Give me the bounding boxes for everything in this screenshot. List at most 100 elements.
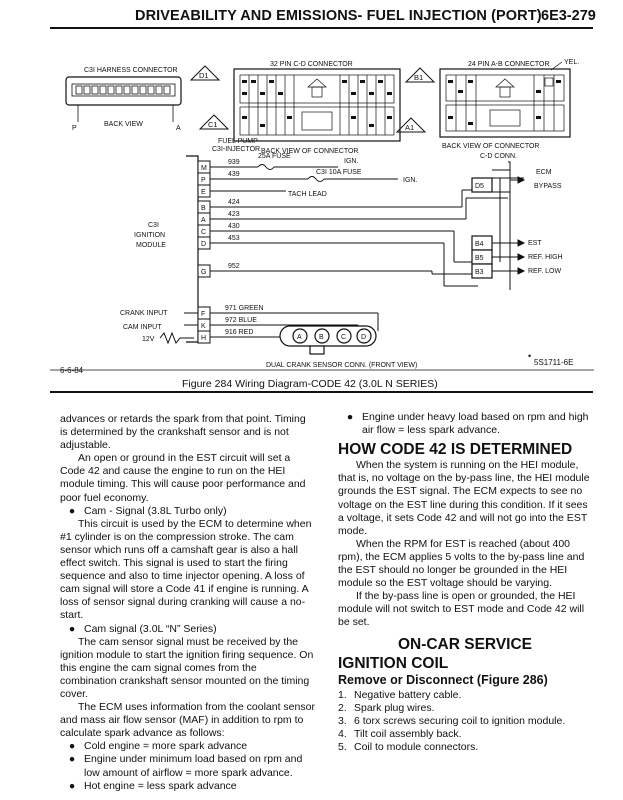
wire-424: 424	[228, 199, 240, 206]
connector-32-pin	[233, 68, 401, 142]
wire-939: 939	[228, 159, 240, 166]
yel-label: YEL.	[564, 59, 579, 66]
paragraph: The ECM uses information from the coolan…	[60, 701, 315, 740]
back-view-label: BACK VIEW	[104, 121, 143, 128]
pin-p: P	[201, 177, 206, 184]
c3i-module-line1: C3I	[148, 222, 159, 229]
ecm-b3-text: B3	[475, 269, 484, 276]
ecm-b4-text: B4	[475, 241, 484, 248]
wire-971: 971 GREEN	[225, 305, 264, 312]
figure-code: 5S1711-6E	[534, 358, 574, 367]
bullet-text: Cold engine = more spark advance	[84, 740, 248, 753]
step-text: Tilt coil assembly back.	[354, 728, 462, 741]
ecm-d5-text: D5	[475, 183, 484, 190]
c3i-injector-label: C3I-INJECTOR	[212, 146, 260, 153]
bullet-text: Engine under minimum load based on rpm a…	[84, 753, 303, 779]
pin-b: B	[201, 205, 206, 212]
fuse-25a-label: 25A FUSE	[258, 153, 291, 160]
wires	[159, 164, 524, 345]
bullet-item: ●Cam - Signal (3.8L Turbo only)	[60, 505, 315, 518]
caption-rule	[50, 391, 593, 393]
paragraph: The cam sensor signal must be received b…	[60, 635, 314, 700]
step-item: 3. 6 torx screws securing coil to ignitio…	[338, 715, 592, 728]
callout-d1	[189, 65, 221, 81]
ign2-label: IGN.	[403, 177, 417, 184]
c3i-module-line3: MODULE	[136, 242, 166, 249]
step-item: 5. Coil to module connectors.	[338, 741, 592, 754]
wiring-diagram: C3I HARNESS CONNECTOR P A BACK VIEW D1 C…	[48, 30, 596, 386]
cd-conn-label: C-D CONN.	[480, 153, 517, 160]
bullet-item: ●Hot engine = less spark advance	[60, 780, 315, 793]
connector-24-pin	[439, 68, 571, 138]
tach-lead-label: TACH LEAD	[288, 191, 327, 198]
step-number: 3.	[338, 714, 347, 727]
back-view-connector-2-label: BACK VIEW OF CONNECTOR	[442, 143, 540, 150]
wire-439: 439	[228, 171, 240, 178]
callout-b1-text: B1	[414, 73, 423, 82]
bullet-text: Hot engine = less spark advance	[84, 779, 237, 792]
bullet-item: ●Engine under heavy load based on rpm an…	[338, 411, 592, 437]
pin-h: H	[201, 335, 206, 342]
step-text: 6 torx screws securing coil to ignition …	[354, 714, 566, 727]
heading-on-car-service: ON-CAR SERVICE	[397, 635, 533, 653]
bypass-label: BYPASS	[534, 183, 562, 190]
step-text: Coil to module connectors.	[354, 741, 479, 754]
callout-d1-text: D1	[199, 71, 209, 80]
step-text: Negative battery cable.	[354, 688, 462, 701]
step-item: 4.Tilt coil assembly back.	[338, 728, 592, 741]
pin-a: A	[201, 217, 206, 224]
step-number: 5.	[338, 741, 347, 754]
dual-crank-sensor-connector	[279, 325, 377, 355]
step-item: 1.Negative battery cable.	[338, 689, 592, 702]
pin-g: G	[201, 269, 206, 276]
pin-f: F	[201, 311, 205, 318]
pin-a-label: A	[176, 125, 181, 132]
c3i-harness-label: C3I HARNESS CONNECTOR	[84, 67, 178, 74]
bullet-text: Cam signal (3.0L “N” Series)	[84, 622, 217, 635]
paragraph: If the by-pass line is open or grounded,…	[338, 590, 585, 629]
paragraph: When the system is running on the HEI mo…	[338, 459, 590, 537]
heading-ignition-coil: IGNITION COIL	[338, 654, 449, 672]
fuse-c3i-label: C3I 10A FUSE	[316, 169, 362, 176]
wire-453: 453	[228, 235, 240, 242]
heading-remove-disconnect: Remove or Disconnect (Figure 286)	[338, 672, 548, 687]
conn-24-label: 24 PIN A-B CONNECTOR	[468, 61, 550, 68]
pin-column	[197, 160, 211, 344]
c3i-module-line2: IGNITION	[134, 232, 165, 239]
paragraph: advances or retards the spark from that …	[60, 413, 306, 452]
sensor-pin-d: D	[361, 334, 366, 341]
step-item: 2. Spark plug wires.	[338, 702, 592, 715]
pin-m: M	[201, 165, 207, 172]
step-number: 2.	[338, 701, 347, 714]
ecm-b5-text: B5	[475, 255, 484, 262]
bullet-item: ●Cam signal (3.0L “N” Series)	[60, 623, 315, 636]
bullet-text: Cam - Signal (3.8L Turbo only)	[84, 504, 227, 517]
back-view-connector-label: BACK VIEW OF CONNECTOR	[261, 148, 359, 155]
callout-a1-text: A1	[405, 123, 414, 132]
est-label: EST	[528, 240, 542, 247]
callout-b1	[404, 67, 436, 83]
pin-d: D	[201, 241, 206, 248]
bullet-item: ●Cold engine = more spark advance	[60, 740, 315, 753]
callout-a1	[395, 117, 427, 133]
crank-input-label: CRANK INPUT	[120, 310, 168, 317]
wire-423: 423	[228, 211, 240, 218]
pin-c: C	[201, 229, 206, 236]
left-column: advances or retards the spark from that …	[60, 413, 315, 793]
paragraph: This circuit is used by the ECM to deter…	[60, 517, 312, 622]
step-text: Spark plug wires.	[354, 701, 435, 714]
heading-code-42: HOW CODE 42 IS DETERMINED	[338, 441, 573, 459]
header-rule	[50, 27, 593, 29]
ref-high-label: REF. HIGH	[528, 254, 563, 261]
sensor-pin-b: B	[319, 334, 324, 341]
ref-low-label: REF. LOW	[528, 268, 561, 275]
wire-952: 952	[228, 263, 240, 270]
pin-p-label: P	[72, 125, 77, 132]
callout-c1-text: C1	[208, 120, 218, 129]
right-column: ●Engine under heavy load based on rpm an…	[338, 411, 592, 754]
page-number: 6E3-279	[541, 8, 596, 24]
12v-label: 12V	[142, 336, 155, 343]
c3i-module-bracket	[186, 155, 199, 343]
star-mark: •	[528, 351, 531, 361]
diagram-date: 6-6-84	[60, 366, 84, 375]
